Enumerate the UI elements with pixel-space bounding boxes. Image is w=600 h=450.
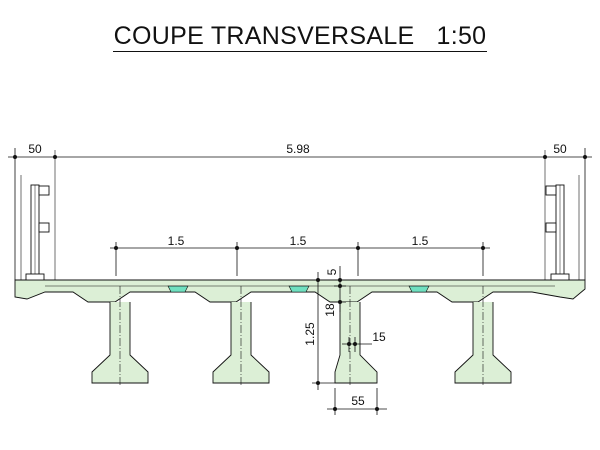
left-railing (25, 184, 50, 281)
title-text: COUPE TRANSVERSALE 1:50 (112, 22, 488, 52)
beam-height-ticks (316, 278, 320, 385)
joint-fillings (167, 285, 430, 293)
drawing-title: COUPE TRANSVERSALE 1:50 (0, 22, 600, 52)
joint-1 (167, 285, 189, 293)
left-railing-bar-top (38, 185, 50, 196)
right-railing-base (550, 273, 570, 281)
dim-right-cantilever: 50 (553, 142, 567, 156)
title-label: COUPE TRANSVERSALE (113, 22, 415, 50)
dim-beam-spacing-3: 1.5 (412, 234, 429, 248)
left-railing-base (25, 273, 45, 281)
dim-flange-depth: 18 (323, 303, 337, 317)
dim-overall-width: 5.98 (286, 142, 310, 156)
left-railing-bar-bottom (38, 222, 50, 233)
overall-dimension (8, 148, 592, 280)
dim-web-width: 15 (372, 330, 386, 344)
joint-2 (288, 285, 310, 293)
precast-beams (91, 302, 512, 384)
dim-slab-thickness: 5 (325, 268, 339, 275)
right-railing-bar-top (545, 185, 557, 196)
right-railing (545, 184, 570, 281)
dim-left-cantilever: 50 (28, 142, 42, 156)
right-railing-bar-bottom (545, 222, 557, 233)
title-scale: 1:50 (436, 22, 487, 50)
dim-beam-height: 1.25 (303, 322, 317, 346)
joint-3 (408, 285, 430, 293)
dim-bottom-flange-width: 55 (351, 394, 365, 408)
bottom-flange-ticks (333, 407, 379, 411)
web-width-ticks (347, 342, 357, 346)
overall-dimension-ticks (13, 155, 587, 159)
dim-beam-spacing-1: 1.5 (168, 234, 185, 248)
beam-axes (119, 286, 484, 385)
dim-beam-spacing-2: 1.5 (290, 234, 307, 248)
spacing-dimension-ticks (114, 246, 485, 250)
